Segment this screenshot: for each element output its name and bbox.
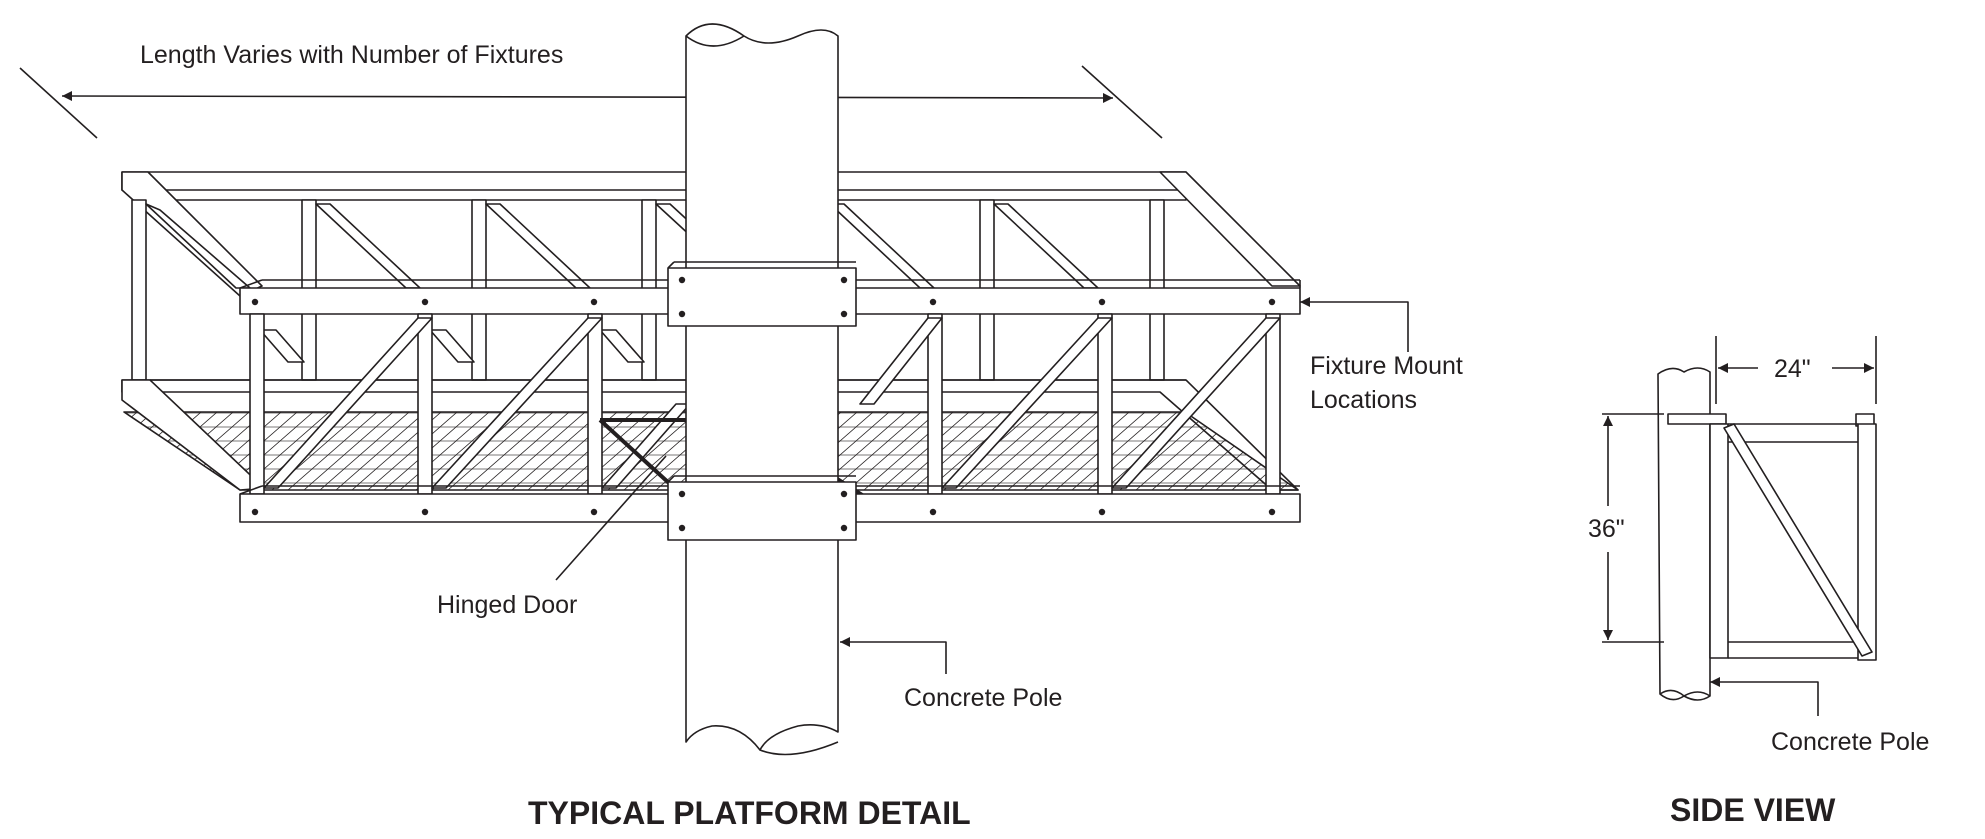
right-top-rail — [1160, 172, 1300, 286]
side-view-width-dimension: 24" — [1774, 355, 1811, 383]
front-posts — [250, 314, 1280, 494]
concrete-pole-label: Concrete Pole — [904, 684, 1063, 712]
back-top-rail — [122, 172, 1186, 200]
side-view — [1602, 336, 1876, 716]
side-view-title: SIDE VIEW — [1670, 792, 1836, 828]
fixture-mount-label-line2: Locations — [1310, 386, 1418, 414]
platform-title: TYPICAL PLATFORM DETAIL — [528, 795, 971, 831]
pole-clamps — [668, 262, 856, 540]
leader-lines — [556, 297, 1409, 674]
length-dimension — [20, 66, 1162, 138]
front-braces — [264, 318, 1280, 488]
fixture-mount-label-line1: Fixture Mount — [1310, 352, 1463, 380]
hinged-door-label: Hinged Door — [437, 591, 578, 619]
platform — [122, 172, 1300, 522]
side-view-height-dimension: 36" — [1588, 515, 1625, 543]
side-view-pole-label: Concrete Pole — [1771, 728, 1930, 756]
fixture-mount-bolts — [251, 298, 1276, 516]
length-note: Length Varies with Number of Fixtures — [140, 41, 564, 69]
back-braces — [146, 204, 1098, 362]
concrete-pole — [686, 24, 838, 755]
